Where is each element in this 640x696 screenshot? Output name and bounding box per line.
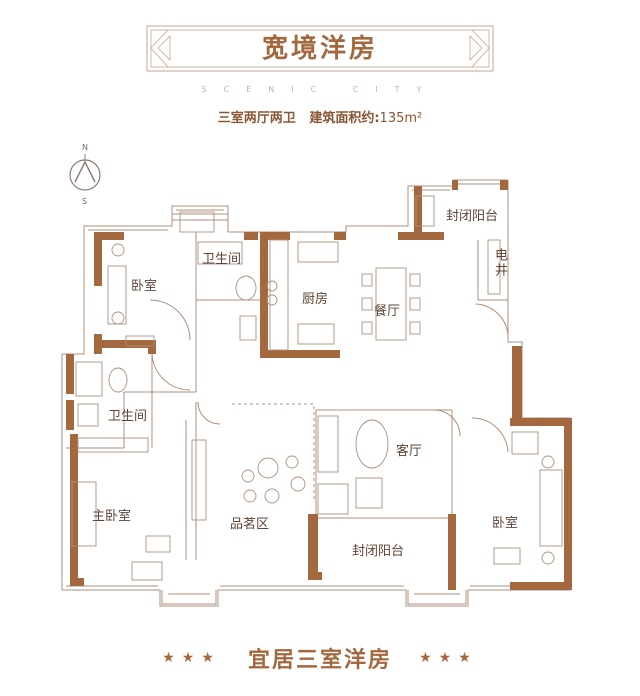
spec-rooms: 三室两厅两卫 xyxy=(217,111,296,126)
stars-left-icon: ★★★ xyxy=(162,650,221,666)
room-kitchen: 厨房 xyxy=(302,292,329,307)
room-dining: 餐厅 xyxy=(374,304,401,319)
room-balcony-north: 封闭阳台 xyxy=(446,209,499,224)
compass-north: N xyxy=(82,143,88,152)
spec-area-label: 建筑面积约: xyxy=(309,111,380,126)
room-bedroom-se: 卧室 xyxy=(492,516,519,531)
room-bathroom-w: 卫生间 xyxy=(108,409,148,424)
compass-south: S xyxy=(82,197,88,206)
room-master-bedroom: 主卧室 xyxy=(92,509,132,524)
room-elec-shaft: 电井 xyxy=(492,248,507,278)
room-tea-area: 品茗区 xyxy=(230,517,270,532)
room-living: 客厅 xyxy=(396,444,423,459)
spec-line: 三室两厅两卫 建筑面积约:135m² xyxy=(0,107,640,126)
footer: ★★★ 宜居三室洋房 ★★★ xyxy=(0,642,640,674)
stars-right-icon: ★★★ xyxy=(419,650,478,666)
footer-slogan: 宜居三室洋房 xyxy=(247,648,392,673)
title-banner xyxy=(146,25,494,72)
compass-icon xyxy=(69,154,101,191)
room-balcony-south: 封闭阳台 xyxy=(352,544,405,559)
page-subtitle: SCENIC CITY xyxy=(201,85,439,94)
room-bathroom-n: 卫生间 xyxy=(202,252,242,267)
room-bedroom-nw: 卧室 xyxy=(131,279,158,294)
page-title: 宽境洋房 xyxy=(261,34,378,64)
spec-area-value: 135 xyxy=(379,111,405,126)
spec-area-unit: m² xyxy=(404,111,423,126)
